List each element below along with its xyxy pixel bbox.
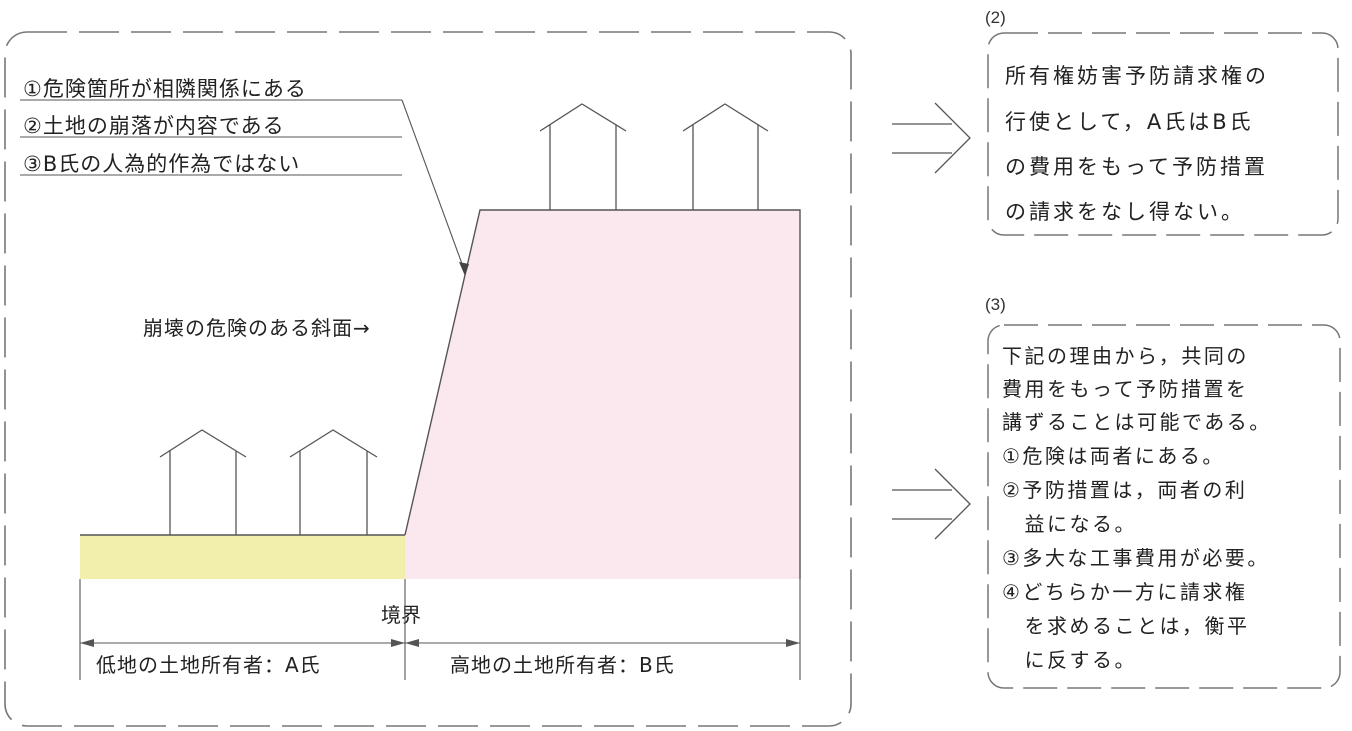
note3-line: ④どちらか一方に請求権 [1002,580,1247,604]
owner-a-label: 低地の土地所有者：A氏 [96,653,321,677]
condition-3: ③B氏の人為的作為ではない [23,152,300,176]
note3-number: (3) [985,295,1006,314]
note3-line: 下記の理由から，共同の [1002,344,1249,368]
note2-line: の請求をなし得ない。 [1005,200,1245,224]
condition-2: ②土地の崩落が内容である [23,114,285,138]
note3-line: 費用をもって予防措置を [1002,377,1249,401]
note2-line: 所有権妨害予防請求権の [1005,64,1269,88]
arrow-to-note2-icon [892,102,971,174]
arrow-head-icon [459,262,469,276]
note2-number: (2) [985,8,1006,27]
note3-line: 益になる。 [1002,512,1137,536]
note3-line: 講ずることは可能である。 [1002,410,1272,434]
high-land-slope [405,210,800,579]
slope-outline [404,209,801,579]
note3-line: ③多大な工事費用が必要。 [1002,546,1270,570]
house-icon [159,429,247,535]
boundary-label: 境界 [381,603,421,627]
main-frame [4,31,852,727]
owner-b-label: 高地の土地所有者：B氏 [450,653,675,677]
note3-line: に反する。 [1002,648,1137,672]
house-icon [682,103,769,210]
note2-line: の費用をもって予防措置 [1005,155,1268,179]
low-land [80,535,405,579]
note3-line: ①危険は両者にある。 [1002,444,1225,468]
condition-1: ①危険箇所が相隣関係にある [23,77,307,101]
note3-line: ②予防措置は，両者の利 [1002,478,1247,502]
note2-box [987,32,1339,236]
dimension-arrow-icon [786,639,800,647]
house-icon [289,429,378,535]
arrow-to-note3-icon [892,468,971,540]
house-icon [539,103,627,210]
condition-leader [20,99,466,273]
note2-line: 行使として，A氏はB氏 [1005,110,1254,134]
dimension-arrow-icon [405,639,419,647]
dimension-arrow-icon [80,639,94,647]
slope-label: 崩壊の危険のある斜面→ [143,316,371,340]
note3-line: を求めることは，衡平 [1002,614,1250,638]
note3-box [987,324,1341,689]
dimension-arrow-icon [391,639,405,647]
